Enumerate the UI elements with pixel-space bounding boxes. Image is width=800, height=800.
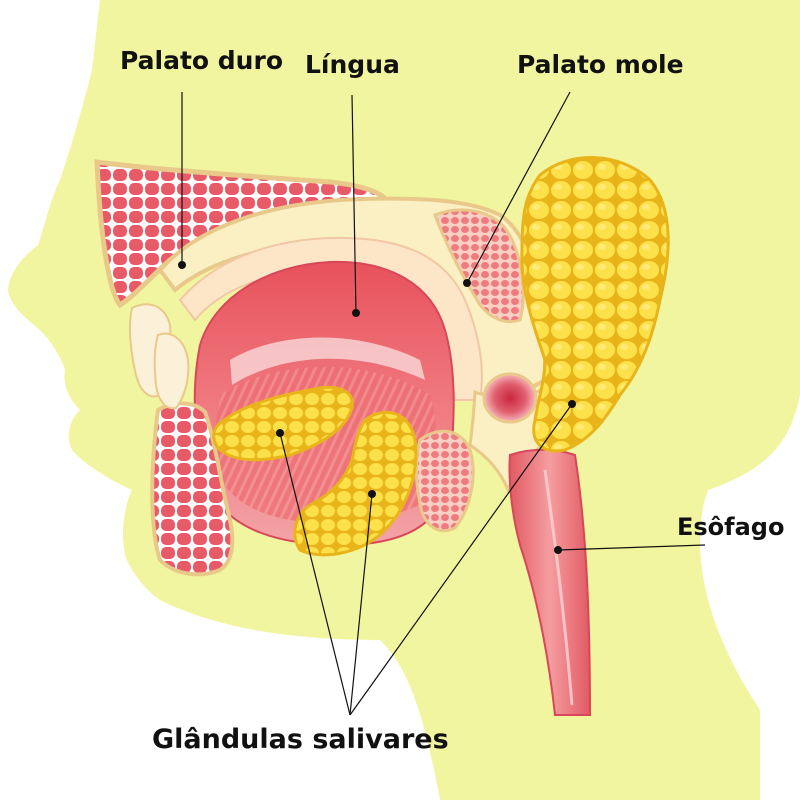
- dot-hard-palate: [178, 261, 186, 269]
- tonsil: [484, 374, 536, 422]
- label-tongue: Língua: [305, 52, 400, 77]
- dot-submandibular-gland: [368, 490, 376, 498]
- dot-tongue: [352, 309, 360, 317]
- label-salivary-glands: Glândulas salivares: [152, 726, 449, 753]
- label-esophagus: Esôfago: [677, 515, 784, 539]
- dot-parotid-gland: [568, 400, 576, 408]
- label-hard-palate: Palato duro: [120, 48, 283, 73]
- dot-sublingual-gland: [276, 429, 284, 437]
- dot-soft-palate: [463, 279, 471, 287]
- lower-tooth: [155, 334, 189, 409]
- label-soft-palate: Palato mole: [517, 52, 684, 77]
- dot-esophagus: [554, 546, 562, 554]
- mouth-floor-muscle: [416, 431, 473, 530]
